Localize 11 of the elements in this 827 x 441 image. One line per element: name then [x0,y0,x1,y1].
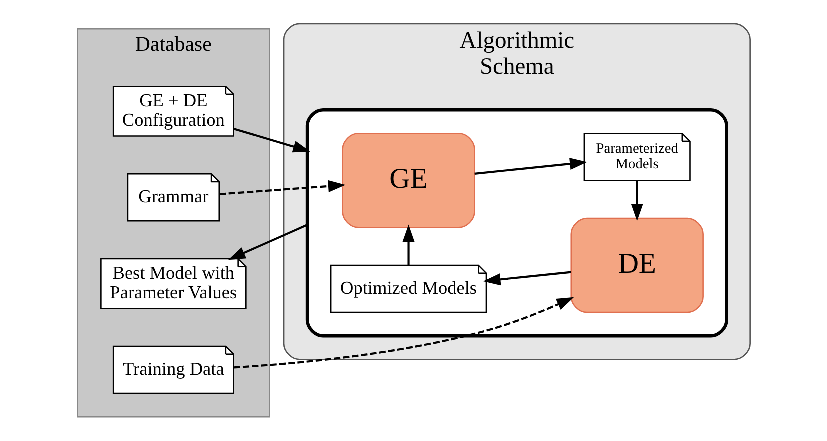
arrow [228,224,308,260]
arrow [233,297,574,369]
arrow [219,180,346,196]
cluster [305,108,728,338]
arrow [482,271,571,286]
arrow [233,128,310,153]
arrow [630,180,643,222]
node-box: DE [570,218,704,314]
node-box: GE [342,133,475,228]
arrow [402,224,414,266]
arrow [474,158,587,175]
